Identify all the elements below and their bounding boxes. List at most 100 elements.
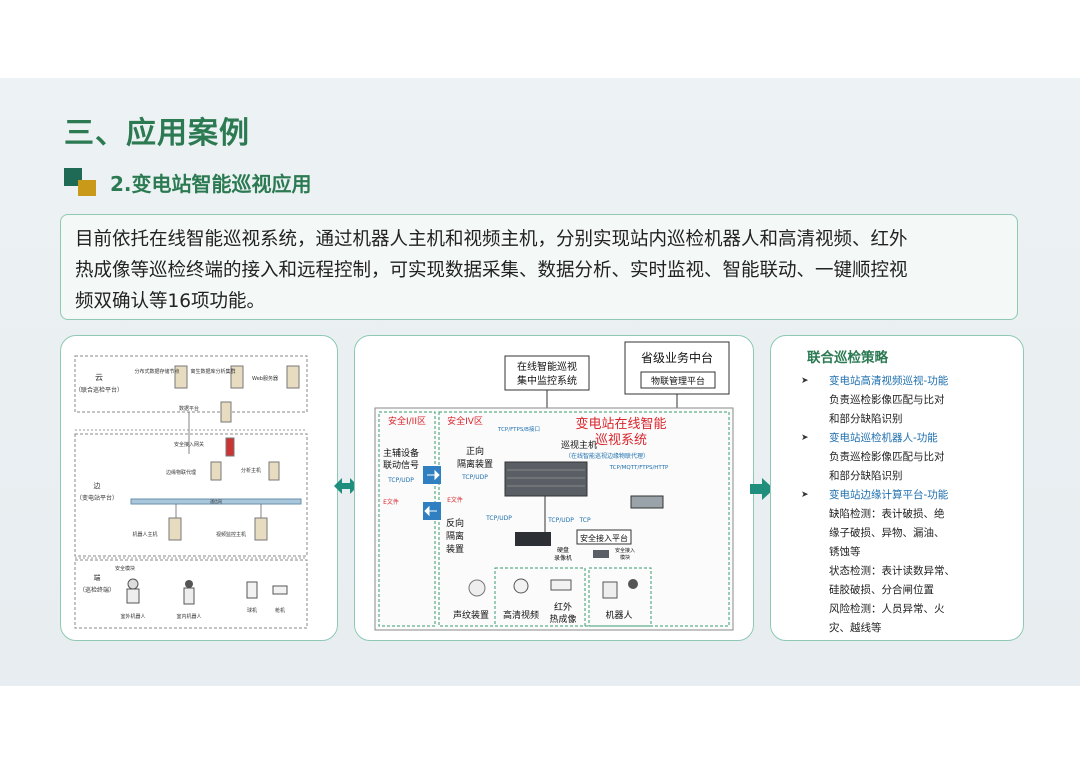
station-system-panel: 在线智能巡视 集中监控系统 省级业务中台 物联管理平台 安全I/II区 安全IV… (354, 335, 754, 641)
ir-label: 红外 (554, 601, 572, 613)
security-module-label: 安全模块 (115, 565, 135, 572)
nvr-icon (515, 532, 551, 546)
provincial-platform-label: 省级业务中台 (641, 350, 713, 365)
voiceprint-icon (468, 579, 486, 597)
terminal-label: 端 (94, 573, 101, 582)
cloud-node-label: 分布式数据存储节点 (134, 368, 179, 375)
cloud-label: 云 (95, 373, 103, 382)
server-icon (220, 401, 232, 423)
robot-host-label: 机器人主机 (132, 531, 157, 538)
subtitle-square-icon (64, 168, 96, 196)
central-system-label: 集中监控系统 (517, 374, 577, 387)
right-arrow-icon (750, 478, 774, 500)
ir-label: 热成像 (549, 613, 576, 625)
secure-module-icon (593, 550, 609, 558)
iot-platform-box (640, 371, 716, 389)
robot-group (588, 567, 652, 627)
station-zone (74, 433, 308, 557)
cloud-zone (74, 355, 308, 413)
data-platform-label: 数据平台 (179, 405, 199, 412)
cloud-sublabel: （联合巡检平台） (75, 386, 123, 394)
secure-module-label: 安全接入 (615, 547, 635, 554)
page-title: 三、应用案例 (64, 116, 250, 151)
edge-agent-label: 边缘物联代理 (166, 469, 196, 476)
patrol-host-sublabel: （在线智能巡视边缘物联代理） (565, 452, 649, 460)
robot-icon (126, 578, 140, 604)
protocol-label: TCP/UDP (461, 474, 488, 481)
protocol-label: TCP/UDP (547, 517, 574, 524)
device-label: 室外机器人 (120, 613, 145, 620)
aux-signal-label: 主辅设备 (383, 447, 419, 459)
hd-video-label: 高清视频 (503, 609, 539, 621)
zone-a-label: 安全I/II区 (388, 415, 426, 427)
nvr-label: 录像机 (554, 554, 572, 562)
strategy-line: 缘子破损、异物、漏油、 (829, 527, 945, 539)
server-icon (168, 517, 182, 541)
secure-access-box (576, 529, 632, 545)
strategy-line: 负责巡检影像匹配与比对 (829, 394, 945, 406)
strategy-list: ➤变电站高清视频巡视-功能 负责巡检影像匹配与比对 和部分缺陷识别 ➤变电站巡检… (793, 372, 1017, 638)
slide: 三、应用案例 2.变电站智能巡视应用 目前依托在线智能巡视系统，通过机器人主机和… (0, 78, 1080, 686)
station-system-diagram: 在线智能巡视 集中监控系统 省级业务中台 物联管理平台 安全I/II区 安全IV… (374, 341, 734, 631)
file-label: E文件 (383, 498, 399, 506)
bullet-camera-icon (272, 585, 288, 595)
strategy-heading: ➤变电站巡检机器人-功能 (793, 429, 1017, 448)
robot-label: 机器人 (605, 609, 632, 621)
reverse-isolation-label: 反向 (446, 517, 464, 529)
network-bus (130, 498, 302, 505)
video-host-label: 视频监控主机 (216, 531, 246, 538)
terminal-zone (74, 559, 308, 629)
station-sublabel: （变电站平台） (76, 494, 118, 502)
cloud-node-label: 离生数据库分析集群 (190, 368, 235, 375)
cloud-node-label: Web服务器 (252, 375, 278, 382)
protocol-label: TCP/FTPS/B接口 (497, 425, 540, 433)
strategy-line: 灾、越线等 (829, 622, 882, 634)
server-icon (230, 365, 244, 389)
forward-isolation-label: 正向 (466, 445, 484, 457)
strategy-line: 缺陷检测：表计破损、绝 (829, 508, 945, 520)
server-icon (268, 461, 280, 481)
aux-signal-label: 联动信号 (383, 459, 419, 471)
description-line: 热成像等巡检终端的接入和远程控制，可实现数据采集、数据分析、实时监视、智能联动、… (75, 260, 908, 281)
strategy-panel: 联合巡检策略 ➤变电站高清视频巡视-功能 负责巡检影像匹配与比对 和部分缺陷识别… (770, 335, 1024, 641)
server-icon (210, 461, 222, 481)
file-label: E文件 (447, 496, 463, 504)
patrol-host-label: 巡视主机 (561, 439, 597, 451)
protocol-label: TCP/UDP (387, 477, 414, 484)
forward-isolation-label: 隔离装置 (457, 458, 493, 470)
strategy-line: 锈蚀等 (829, 546, 861, 558)
gateway-label: 安全接入网关 (174, 441, 204, 448)
robot-icon (183, 580, 195, 605)
terminal-sublabel: （巡检终端） (79, 586, 115, 594)
bullet-arrow-icon: ➤ (801, 490, 809, 500)
device-label: 枪机 (275, 607, 285, 614)
architecture-diagram: 云 （联合巡检平台） 分布式数据存储节点 离生数据库分析集群 Web服务器 数据… (74, 355, 308, 629)
strategy-line: 状态检测：表计读数异常、 (829, 565, 955, 577)
iot-platform-label: 物联管理平台 (651, 375, 705, 387)
gateway-icon (225, 437, 235, 457)
nvr-label: 硬盘 (557, 546, 569, 554)
description-line: 频双确认等16项功能。 (75, 291, 266, 312)
station-label: 边 (94, 481, 101, 490)
central-system-box (504, 355, 590, 391)
system-title: 变电站在线智能 (575, 416, 666, 432)
description-line: 目前依托在线智能巡视系统，通过机器人主机和视频主机，分别实现站内巡检机器人和高清… (75, 229, 908, 250)
secure-module-label: 模块 (620, 554, 630, 561)
camera-group (494, 567, 586, 627)
strategy-line: 负责巡检影像匹配与比对 (829, 451, 945, 463)
server-icon (254, 517, 268, 541)
protocol-label: TCP (578, 517, 591, 524)
bus-label: 通信网 (210, 498, 222, 504)
dome-camera-icon (513, 578, 529, 594)
dome-camera-icon (246, 581, 258, 599)
architecture-panel: 云 （联合巡检平台） 分布式数据存储节点 离生数据库分析集群 Web服务器 数据… (60, 335, 338, 641)
strategy-heading: ➤变电站边缘计算平台-功能 (793, 486, 1017, 505)
device-label: 室内机器人 (176, 613, 201, 620)
server-icon (286, 365, 300, 389)
analysis-host-label: 分析主机 (241, 467, 261, 474)
strategy-line: 硅胶破损、分合闸位置 (829, 584, 934, 596)
strategy-line: 风险检测：人员异常、火 (829, 603, 945, 615)
robot-icon (628, 579, 638, 589)
robot-icon (602, 581, 618, 599)
strategy-line: 和部分缺陷识别 (829, 413, 903, 425)
